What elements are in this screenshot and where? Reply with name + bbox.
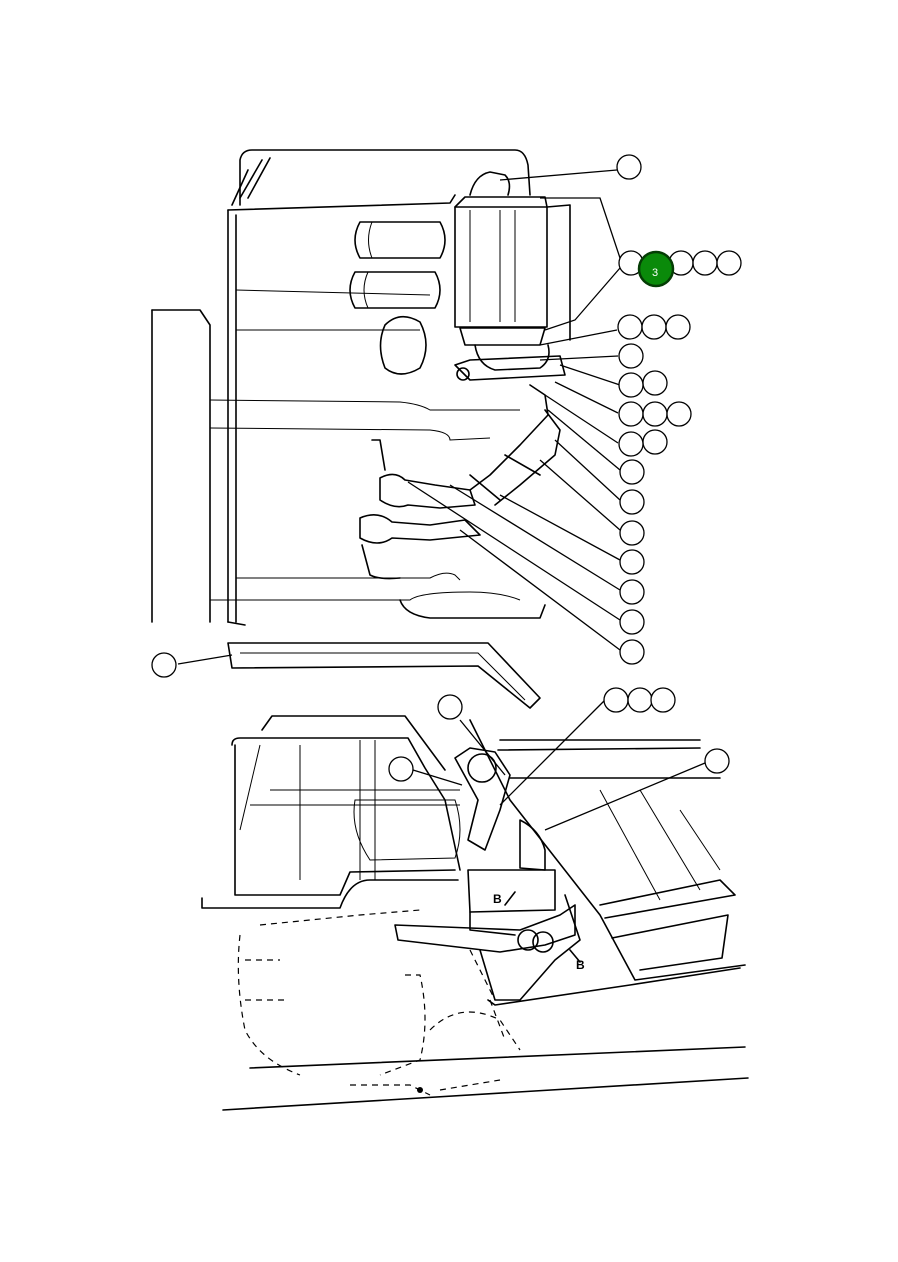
callout-bubble[interactable] — [618, 431, 644, 457]
callout-bubble[interactable] — [642, 429, 668, 455]
section-label-b-bottom: B — [576, 958, 585, 972]
guard-strip — [227, 642, 541, 709]
callout-bubble[interactable] — [617, 314, 643, 340]
callout-bubble[interactable] — [618, 372, 644, 398]
callout-bubble[interactable] — [692, 250, 718, 276]
callout-bubble[interactable] — [616, 154, 642, 180]
callout-leaders — [177, 169, 706, 831]
callout-bubble[interactable] — [619, 549, 645, 575]
callout-bubble[interactable] — [151, 652, 177, 678]
callout-bubble[interactable] — [619, 579, 645, 605]
callout-bubble[interactable] — [619, 459, 645, 485]
callout-bubble[interactable] — [388, 756, 414, 782]
section-view-labels: B B — [493, 892, 585, 972]
callout-bubble[interactable] — [437, 694, 463, 720]
callout-bubble[interactable] — [618, 343, 644, 369]
callout-bubble[interactable] — [627, 687, 653, 713]
callout-bubble[interactable] — [641, 314, 667, 340]
callout-bubble[interactable] — [603, 687, 629, 713]
callout-bubble[interactable] — [618, 401, 644, 427]
callout-label: 3 — [652, 267, 658, 279]
callout-bubble-highlighted[interactable]: 3 — [637, 250, 675, 288]
callout-bubble[interactable] — [642, 401, 668, 427]
callout-bubbles: 3 — [151, 154, 742, 782]
callout-bubble[interactable] — [619, 609, 645, 635]
section-label-b-top: B — [493, 892, 502, 906]
callout-bubble[interactable] — [666, 401, 692, 427]
callout-bubble[interactable] — [704, 748, 730, 774]
upper-view — [151, 149, 571, 626]
callout-bubble[interactable] — [619, 520, 645, 546]
callout-bubble[interactable] — [650, 687, 676, 713]
callout-bubble[interactable] — [716, 250, 742, 276]
callout-bubble[interactable] — [619, 639, 645, 665]
lower-view — [201, 715, 749, 1111]
callout-bubble[interactable] — [619, 489, 645, 515]
callout-bubble[interactable] — [665, 314, 691, 340]
callout-bubble[interactable] — [642, 370, 668, 396]
